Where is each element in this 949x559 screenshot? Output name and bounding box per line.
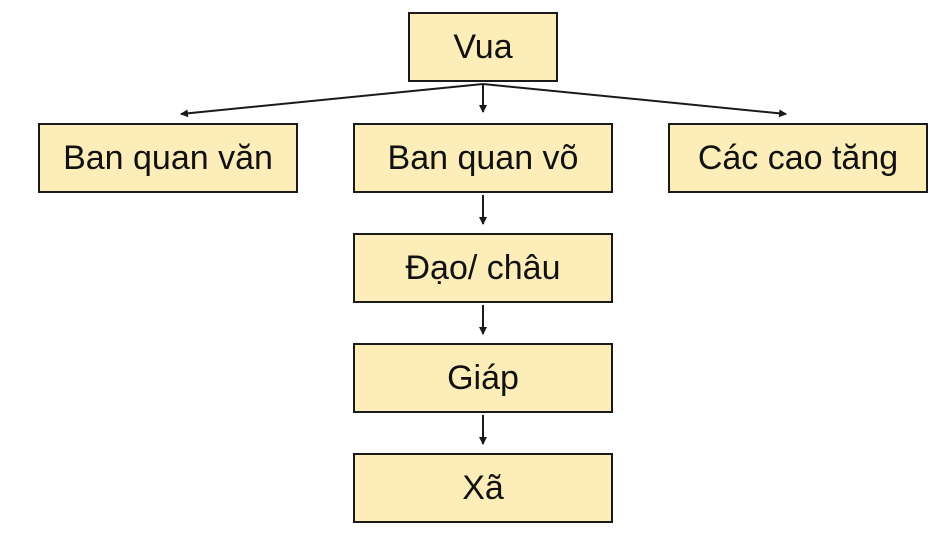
node-ban-quan-van: Ban quan văn [38,123,298,193]
node-ban-quan-vo: Ban quan võ [353,123,613,193]
node-giap-label: Giáp [447,358,519,397]
node-dao-chau-label: Đạo/ châu [405,248,561,287]
node-cac-cao-tang: Các cao tăng [668,123,928,193]
node-ban-quan-van-label: Ban quan văn [63,138,273,177]
node-giap: Giáp [353,343,613,413]
edge-vua-to-van [180,83,484,118]
node-vua: Vua [408,12,558,82]
node-xa-label: Xã [462,468,504,507]
node-ban-quan-vo-label: Ban quan võ [387,138,579,177]
node-vua-label: Vua [453,27,513,66]
node-xa: Xã [353,453,613,523]
node-dao-chau: Đạo/ châu [353,233,613,303]
edge-vua-to-tang [482,83,787,118]
node-cac-cao-tang-label: Các cao tăng [697,138,899,177]
